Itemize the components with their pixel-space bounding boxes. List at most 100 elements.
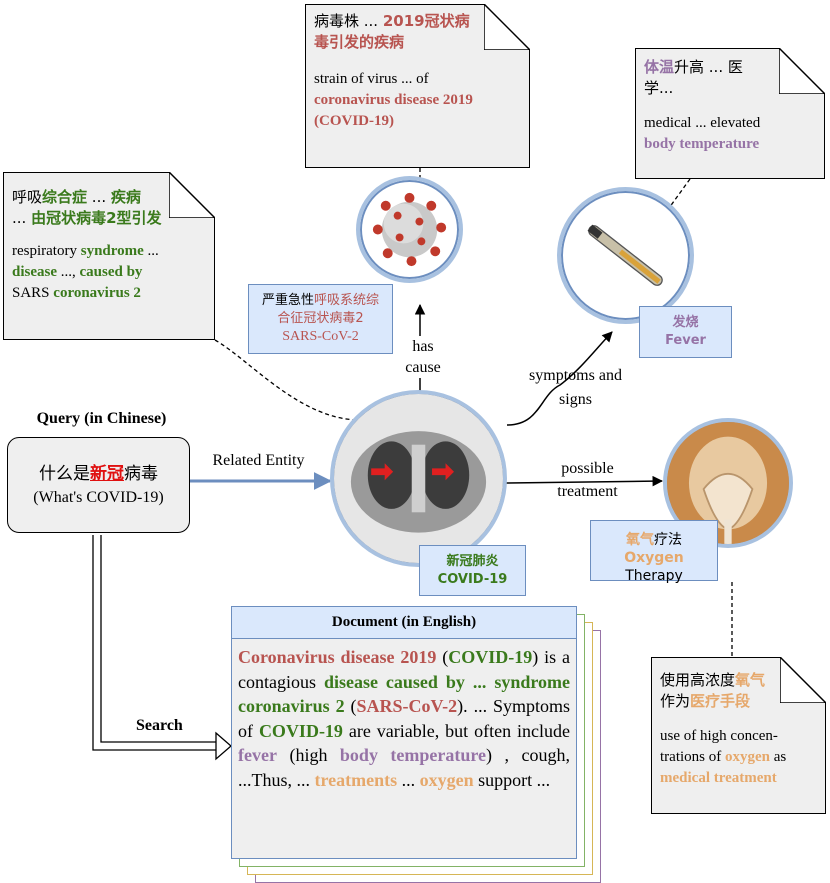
oxygen-note-en-2a: trations of <box>660 749 725 765</box>
doc-seg-10: ). ... Symptoms of <box>238 696 571 741</box>
doc-seg-6: ... <box>464 671 495 692</box>
entity-oxygen-zh-plain: 疗法 <box>654 532 682 548</box>
edge-cause: cause <box>405 359 441 376</box>
syndrome-note-zh-2a: ... <box>12 209 32 227</box>
edge-label-has-cause: has cause <box>398 336 448 378</box>
doc-seg-14: (high <box>276 745 340 765</box>
entity-fever[interactable]: 发烧 Fever <box>639 306 732 358</box>
doc-seg-7: syndrome coronavirus 2 <box>238 671 570 717</box>
symptoms-arrow <box>506 331 613 426</box>
thermometer-image <box>557 187 694 324</box>
oxygen-note-en-1: use of high concen- <box>660 728 778 744</box>
temperature-note-zh-1b: 升高 ... 医 <box>674 58 743 76</box>
entity-cause-zh-hl-2: 合征冠状病毒2 <box>277 311 364 326</box>
edge-treatment-1: possible <box>561 460 614 477</box>
temperature-note-fold <box>779 48 825 94</box>
entity-cause-en: SARS-CoV-2 <box>282 329 359 344</box>
virus-note-en-1: strain of virus ... of <box>314 71 429 87</box>
syndrome-note-en-1c: ... <box>143 243 159 259</box>
query-title: Query (in Chinese) <box>36 410 167 427</box>
oxygen-note: 使用高浓度氧气 作为医疗手段 use of high concen- trati… <box>651 657 826 814</box>
doc-seg-16: ) , cough, ...Thus, ... <box>238 745 570 790</box>
temperature-note-zh-1a: 体温 <box>644 58 675 76</box>
doc-seg-20: support ... <box>473 769 551 790</box>
entity-sars-cov-2[interactable]: 严重急性呼吸系统综 合征冠状病毒2 SARS-CoV-2 <box>248 284 393 354</box>
oxygen-note-en-3: medical treatment <box>660 770 777 786</box>
doc-seg-19: oxygen <box>419 769 474 790</box>
doc-seg-17: treatments <box>314 769 398 790</box>
syndrome-note-fold <box>169 172 215 218</box>
entity-oxygen-therapy[interactable]: 氧气疗法 Oxygen Therapy <box>590 520 718 584</box>
syndrome-note-en-1b: syndrome <box>80 243 144 259</box>
edge-has: has <box>412 338 434 355</box>
syndrome-note-zh-2b: 由冠状病毒2型引发 <box>31 209 162 227</box>
lung-ct-icon <box>334 394 503 563</box>
syndrome-note-zh-1a: 呼吸 <box>12 188 43 206</box>
virus-note-en-2: coronavirus disease 2019 <box>314 92 473 108</box>
syndrome-note-en-2b: ..., <box>57 264 80 280</box>
virus-note-en-3: (COVID-19) <box>314 113 394 129</box>
syndrome-note-en-3a: SARS <box>12 285 54 301</box>
syndrome-note-zh-1c: ... <box>87 188 111 206</box>
syndrome-note-link <box>214 339 361 421</box>
entity-oxygen-en-hl: Oxygen <box>624 550 684 566</box>
document-title: Document (in English) <box>232 607 576 639</box>
entity-oxygen-en-plain: Therapy <box>625 568 683 584</box>
syndrome-note-en-3b: coronavirus 2 <box>53 285 141 301</box>
entity-covid-19[interactable]: 新冠肺炎 COVID-19 <box>419 545 526 596</box>
oxygen-note-en-2c: as <box>770 749 787 765</box>
doc-seg-13: fever <box>238 745 277 765</box>
temperature-note-zh-2: 学... <box>644 79 674 97</box>
doc-seg-3: COVID-19 <box>448 647 533 667</box>
document-body: Coronavirus disease 2019 (COVID-19) is a… <box>232 639 576 792</box>
oxygen-note-fold <box>780 657 826 703</box>
query-zh-highlight: 新冠 <box>90 464 124 484</box>
query-zh-suffix: 病毒 <box>124 464 158 484</box>
oxygen-note-zh-2a: 作为 <box>660 692 691 710</box>
treatment-arrow <box>504 475 664 487</box>
entity-covid-zh: 新冠肺炎 <box>446 554 499 569</box>
doc-seg-15: body temperature <box>339 745 487 765</box>
coronavirus-icon <box>372 192 447 267</box>
doc-seg-4: ) is a contagious <box>238 647 570 692</box>
syndrome-note-en-2a: disease <box>12 264 57 280</box>
edge-treatment-2: treatment <box>557 483 618 500</box>
entity-fever-zh: 发烧 <box>672 315 699 330</box>
edge-symptoms-1: symptoms and <box>529 367 622 384</box>
oxygen-note-zh-1a: 使用高浓度 <box>660 671 736 689</box>
virus-image <box>356 176 463 283</box>
entity-cause-zh-plain: 严重急性 <box>261 293 314 308</box>
oxygen-note-en-2b: oxygen <box>725 749 770 765</box>
doc-seg-1: Coronavirus disease 2019 <box>238 647 437 667</box>
syndrome-note-en-1a: respiratory <box>12 243 81 259</box>
search-arrow-inner <box>100 535 218 743</box>
edge-label-symptoms: symptoms and signs <box>513 364 638 412</box>
virus-note-zh-1: 病毒株 ... <box>314 12 383 30</box>
syndrome-note-zh-1b: 综合症 <box>42 188 88 206</box>
doc-seg-5: disease caused by <box>323 671 465 692</box>
doc-seg-9: SARS-CoV-2 <box>356 696 458 716</box>
entity-oxygen-zh-hl: 氧气 <box>626 532 654 548</box>
document-card[interactable]: Document (in English) Coronavirus diseas… <box>231 606 577 859</box>
doc-seg-18: ... <box>397 769 420 790</box>
edge-label-related-entity: Related Entity <box>212 452 305 469</box>
syndrome-note-zh-1d: 疾病 <box>110 188 141 206</box>
search-arrow-head <box>215 731 232 761</box>
temperature-note-en-1: medical ... elevated <box>644 115 761 131</box>
edge-symptoms-2: signs <box>559 391 592 408</box>
query-zh-prefix: 什么是 <box>39 464 90 484</box>
thermometer-icon <box>587 224 663 286</box>
doc-seg-11: COVID-19 <box>258 720 343 741</box>
query-box[interactable]: 什么是新冠病毒 (What's COVID-19) <box>7 437 190 533</box>
doc-seg-2: ( <box>436 647 449 667</box>
virus-note-zh-2: 毒引发的疾病 <box>314 33 405 51</box>
oxygen-note-zh-1b: 氧气 <box>735 671 766 689</box>
temperature-note-en-2: body temperature <box>644 136 760 152</box>
query-en: (What's COVID-19) <box>33 489 164 506</box>
virus-note-fold <box>484 4 530 50</box>
edge-label-treatment: possible treatment <box>540 457 635 503</box>
entity-cause-zh-hl-1: 呼吸系统综 <box>314 293 380 308</box>
doc-seg-8: ( <box>344 696 357 716</box>
doc-seg-12: are variable, but often include <box>342 720 571 741</box>
